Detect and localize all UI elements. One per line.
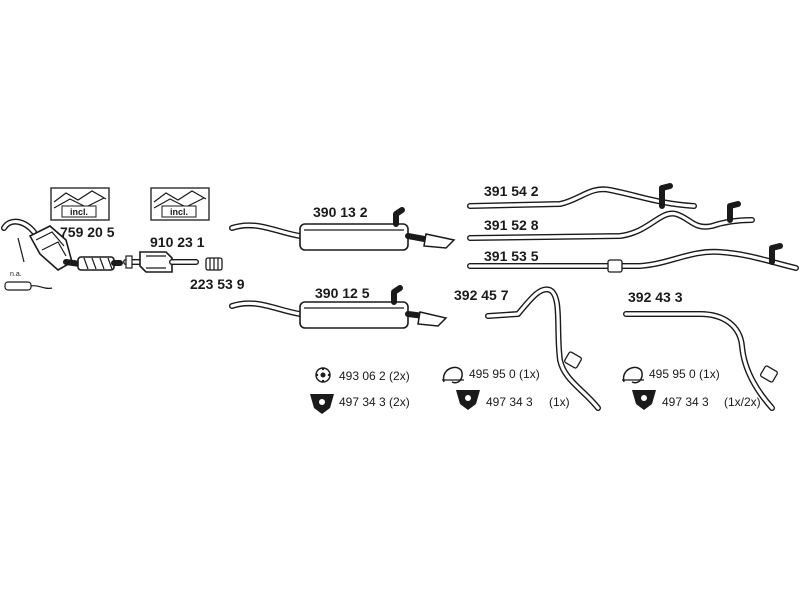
na-label: n.a.: [10, 271, 22, 278]
fitting-ring-label: 493 06 2 (2x): [339, 369, 410, 383]
fitting-hanger-label: 497 34 3: [486, 395, 533, 409]
part-number-391528: 391 52 8: [484, 217, 539, 233]
fitting-hanger-qty: (1x): [549, 395, 570, 409]
fitting-clamp-label: 495 95 0 (1x): [649, 367, 720, 381]
part-number-391542: 391 54 2: [484, 183, 539, 199]
part-number-759205: 759 20 5: [60, 224, 115, 240]
part-number-392457: 392 45 7: [454, 287, 509, 303]
rubber-ring-icon: [315, 367, 331, 383]
part-number-910231: 910 23 1: [150, 234, 205, 250]
tail-pipe-391535: [467, 243, 799, 273]
incl-kit-box-catalyst: incl.: [50, 187, 110, 221]
fitting-hanger-label: 497 34 3 (2x): [339, 395, 410, 409]
lambda-sensor-not-available: n.a.: [4, 237, 53, 291]
tail-pipe-391528: [467, 201, 755, 241]
pipe-clamp-icon: [622, 366, 644, 384]
part-number-392433: 392 43 3: [628, 289, 683, 305]
fitting-hanger-label: 497 34 3: [662, 395, 709, 409]
incl-label: incl.: [70, 207, 88, 217]
front-muffler: [123, 251, 199, 273]
tail-pipe-391542: [467, 183, 697, 209]
fitting-clamp-label: 495 95 0 (1x): [469, 367, 540, 381]
incl-kit-box-front-muffler: incl.: [150, 187, 210, 221]
incl-label: incl.: [170, 207, 188, 217]
rubber-hanger-icon: [310, 394, 334, 414]
part-number-223539: 223 53 9: [190, 276, 245, 292]
part-number-390125: 390 12 5: [315, 285, 370, 301]
rubber-hanger-icon: [456, 390, 480, 410]
catalytic-converter: [1, 218, 123, 271]
part-number-390132: 390 13 2: [313, 204, 368, 220]
pipe-clamp: [205, 257, 223, 271]
rear-muffler-upper: [229, 207, 456, 251]
rear-muffler-lower: [229, 285, 448, 329]
rubber-hanger-icon: [632, 390, 656, 410]
pipe-clamp-icon: [442, 366, 464, 384]
center-pipe-392433: [623, 311, 778, 411]
part-number-391535: 391 53 5: [484, 248, 539, 264]
center-pipe-392457: [485, 286, 601, 411]
fitting-hanger-qty: (1x/2x): [724, 395, 761, 409]
